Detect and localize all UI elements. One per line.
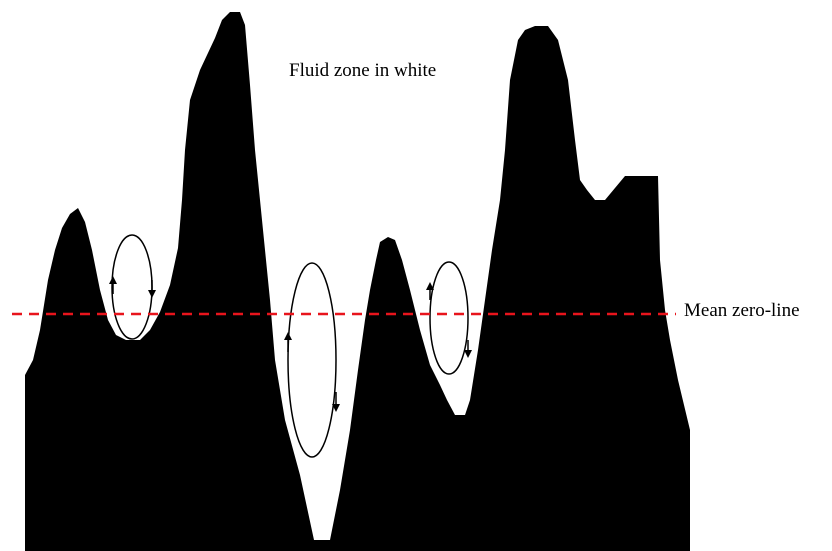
rough-surface-profile [25,12,690,551]
vortex-right-valley [426,261,472,375]
vortex-left-valley [109,234,156,340]
fluid-zone-label: Fluid zone in white [289,60,437,81]
mean-zero-line-label: Mean zero-line [684,300,800,321]
vortex-center-valley [284,262,340,458]
